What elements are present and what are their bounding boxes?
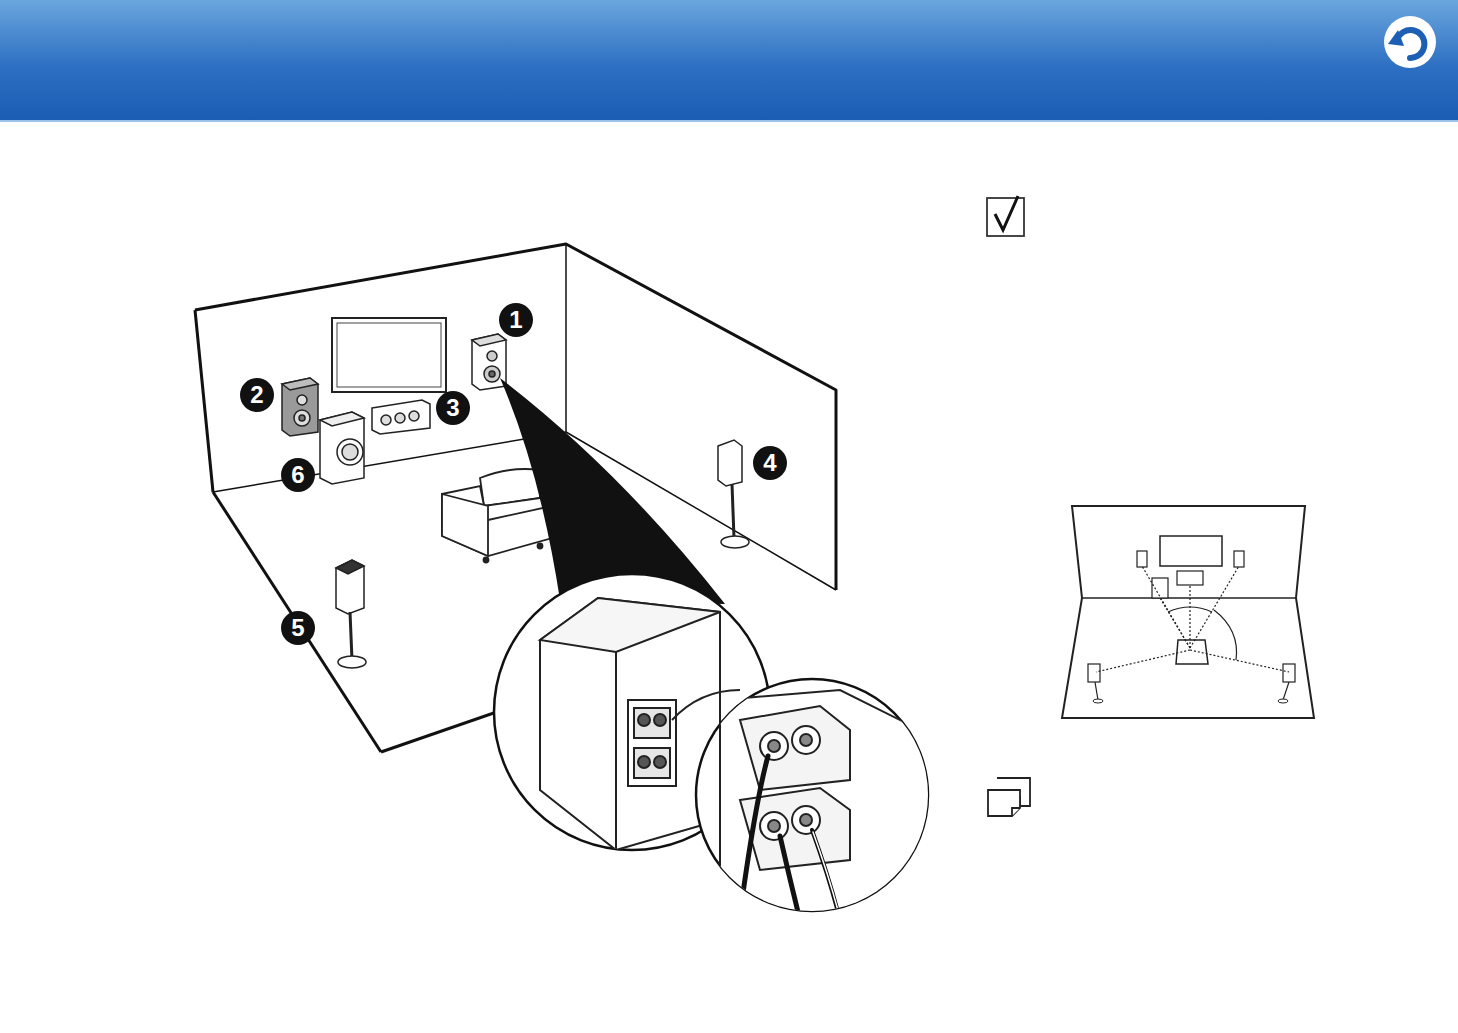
callout-number: 3 [438,396,468,420]
callout-number: 5 [283,616,313,640]
zoom-terminals [696,679,940,922]
back-icon [1384,16,1436,68]
note-icon [988,778,1030,816]
surround-right-speaker [718,440,749,548]
center-speaker [372,400,430,434]
callout-number: 2 [242,383,272,407]
callout-number: 6 [283,463,313,487]
front-right-speaker [472,334,506,390]
front-left-speaker [282,378,318,436]
callout-circles [240,303,787,645]
placement-diagram [1062,506,1314,718]
surround-left-speaker [336,560,366,668]
zoom-wedge [500,378,725,604]
television [332,318,446,392]
check-icon [987,196,1024,236]
subwoofer [320,412,364,484]
callout-number: 1 [501,308,531,332]
callout-number: 4 [755,451,785,475]
sofa [442,469,552,563]
header-bar [0,0,1458,122]
